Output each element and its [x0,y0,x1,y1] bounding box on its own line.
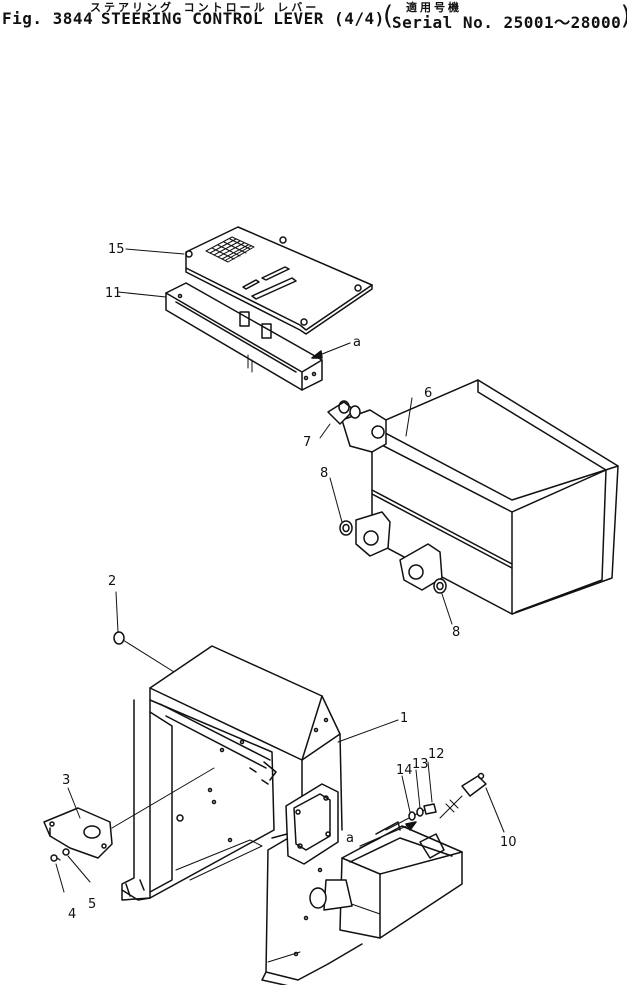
part-label-6: 6 [424,386,432,401]
part-label-group: 15 11 a 7 6 8 8 2 1 3 14 13 12 10 a 4 5 [62,242,517,922]
side-box [309,821,463,939]
part-label-11: 11 [105,286,122,301]
title-text: STEERING CONTROL LEVER (4/4) [101,9,385,28]
vent-grille [205,236,255,263]
part-label-10: 10 [500,835,517,850]
leader-lines [55,248,453,893]
connector-part-10 [439,772,505,833]
view-label-a-bottom: a [346,831,354,846]
nut-part-8-lower [433,578,447,594]
bracket-part-11 [165,282,351,391]
bolt-part-4 [50,854,61,862]
view-label-a-top: a [353,335,361,350]
part-label-2: 2 [108,574,116,589]
serial-kanji: 適用号機 [406,1,462,14]
frame-part-1 [121,645,363,985]
part-label-15: 15 [108,242,125,257]
part-label-4: 4 [68,907,76,922]
figure-title: ステアリング コントロール レバー STEERING CONTROL LEVER… [90,1,385,28]
part-label-8-upper: 8 [320,466,328,481]
part-label-1: 1 [400,711,408,726]
title-katakana: ステアリング コントロール レバー [90,1,320,14]
nut-part-8-upper [339,520,353,536]
mount-bracket-part-3 [43,767,215,859]
part-label-7: 7 [303,435,311,450]
serial-paren-left: ( [383,1,394,31]
part-label-14: 14 [396,763,413,778]
tray-part-6 [341,379,619,615]
part-label-12: 12 [428,747,445,762]
figure-number: Fig. 3844 [2,9,94,28]
part-label-5: 5 [88,897,96,912]
part-label-13: 13 [412,757,429,772]
serial-text: Serial No. 25001～28000 [392,13,622,32]
part-label-3: 3 [62,773,70,788]
serial-paren-right: ) [621,1,627,31]
part-label-8-lower: 8 [452,625,460,640]
fasteners-part-12-13-14 [385,803,437,831]
serial-range: 適用号機 ( Serial No. 25001～28000 ) [383,1,627,33]
cover-plate-part-15 [185,226,373,335]
washer-part-5 [62,848,70,856]
nut-part-7 [327,400,361,425]
